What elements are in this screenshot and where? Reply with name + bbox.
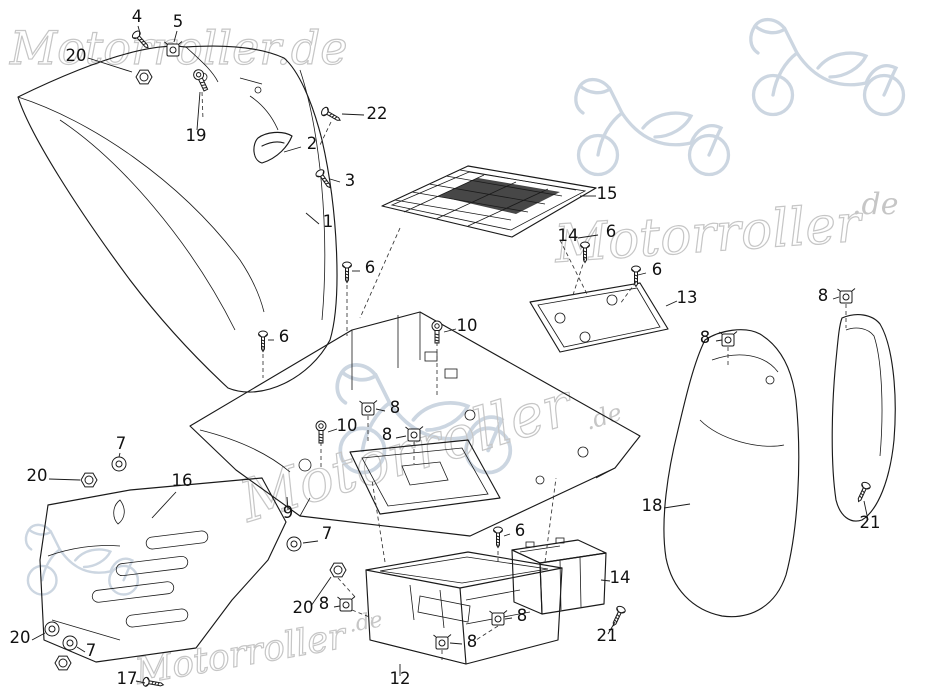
part-16-underbody-tray <box>39 477 287 663</box>
callout-8: 8 <box>319 594 330 613</box>
watermark-brand-bottom: Motorroller <box>131 615 350 692</box>
clip-part-5 <box>164 41 183 57</box>
clip-part-8 <box>359 400 378 416</box>
callout-7: 7 <box>116 434 127 453</box>
washer-part-7 <box>286 536 302 552</box>
callout-20: 20 <box>10 628 31 647</box>
clip-part-8 <box>719 331 738 347</box>
scooter-sketch-watermark <box>574 77 731 177</box>
nut-part-20 <box>135 69 153 85</box>
callout-20: 20 <box>66 46 87 65</box>
scooter-sketch-watermark <box>24 523 140 596</box>
nut-part-20 <box>54 655 72 671</box>
callout-8: 8 <box>467 632 478 651</box>
washer-part-7 <box>62 635 78 651</box>
callout-7: 7 <box>86 641 97 660</box>
bolt-part-10 <box>431 320 443 344</box>
watermark-layer: Motorroller.de .de Motorroller .de Motor… <box>8 17 906 692</box>
callout-17: 17 <box>117 669 138 688</box>
callout-21: 21 <box>597 626 618 645</box>
clip-part-8 <box>337 596 356 612</box>
watermark-de-mid-right: .de <box>852 187 899 222</box>
callout-8: 8 <box>382 425 393 444</box>
callout-6: 6 <box>279 327 290 346</box>
parts-layer <box>17 45 896 665</box>
callout-8: 8 <box>818 286 829 305</box>
nut-part-20 <box>329 562 347 578</box>
callout-14: 14 <box>558 226 579 245</box>
part-18-rear-covers <box>663 314 896 618</box>
part-12-battery-box <box>365 551 563 665</box>
callout-9: 9 <box>283 503 294 522</box>
part-15-floor-mat <box>381 165 597 238</box>
callout-14: 14 <box>610 568 631 587</box>
part-9-floor-board <box>189 311 641 537</box>
callout-19: 19 <box>186 126 207 145</box>
callout-20: 20 <box>27 466 48 485</box>
callout-8: 8 <box>517 606 528 625</box>
bolt-part-10 <box>315 420 327 444</box>
callout-6: 6 <box>365 258 376 277</box>
callout-22: 22 <box>367 104 388 123</box>
callout-18: 18 <box>642 496 663 515</box>
watermark-de-diagonal: .de <box>582 398 626 436</box>
clip-part-8 <box>433 634 452 650</box>
clip-part-8 <box>489 610 508 626</box>
scooter-sketch-watermark <box>749 17 906 117</box>
callout-15: 15 <box>597 184 618 203</box>
part-1-front-panel <box>17 45 338 393</box>
washer-part-7 <box>44 621 60 637</box>
part-13-plate <box>529 282 669 353</box>
callout-6: 6 <box>652 260 663 279</box>
callout-3: 3 <box>345 171 356 190</box>
screw-part-21 <box>608 604 627 628</box>
callout-6: 6 <box>606 222 617 241</box>
callout-8: 8 <box>390 398 401 417</box>
callout-7: 7 <box>322 524 333 543</box>
part-2-bracket <box>253 131 293 164</box>
callout-20: 20 <box>293 598 314 617</box>
callout-21: 21 <box>860 513 881 532</box>
fasteners-layer <box>44 29 872 690</box>
part-14-battery <box>511 537 607 615</box>
screw-part-22 <box>319 105 343 125</box>
screw-part-21 <box>853 480 872 504</box>
watermark-de-bottom: .de <box>347 607 385 638</box>
callout-4: 4 <box>132 7 143 26</box>
callout-13: 13 <box>677 288 698 307</box>
callout-10: 10 <box>337 416 358 435</box>
clip-part-8 <box>405 426 424 442</box>
callout-8: 8 <box>700 328 711 347</box>
watermark-brand-mid-right: Motorroller <box>552 194 866 276</box>
washer-part-7 <box>111 456 127 472</box>
callout-2: 2 <box>307 134 318 153</box>
nut-part-20 <box>80 472 98 488</box>
leader-lines <box>31 25 869 684</box>
clip-part-8 <box>837 288 856 304</box>
callout-16: 16 <box>172 471 193 490</box>
construction-lines <box>201 91 847 660</box>
callout-5: 5 <box>173 12 184 31</box>
callout-1: 1 <box>323 212 334 231</box>
callout-10: 10 <box>457 316 478 335</box>
callout-6: 6 <box>515 521 526 540</box>
callout-12: 12 <box>390 669 411 688</box>
